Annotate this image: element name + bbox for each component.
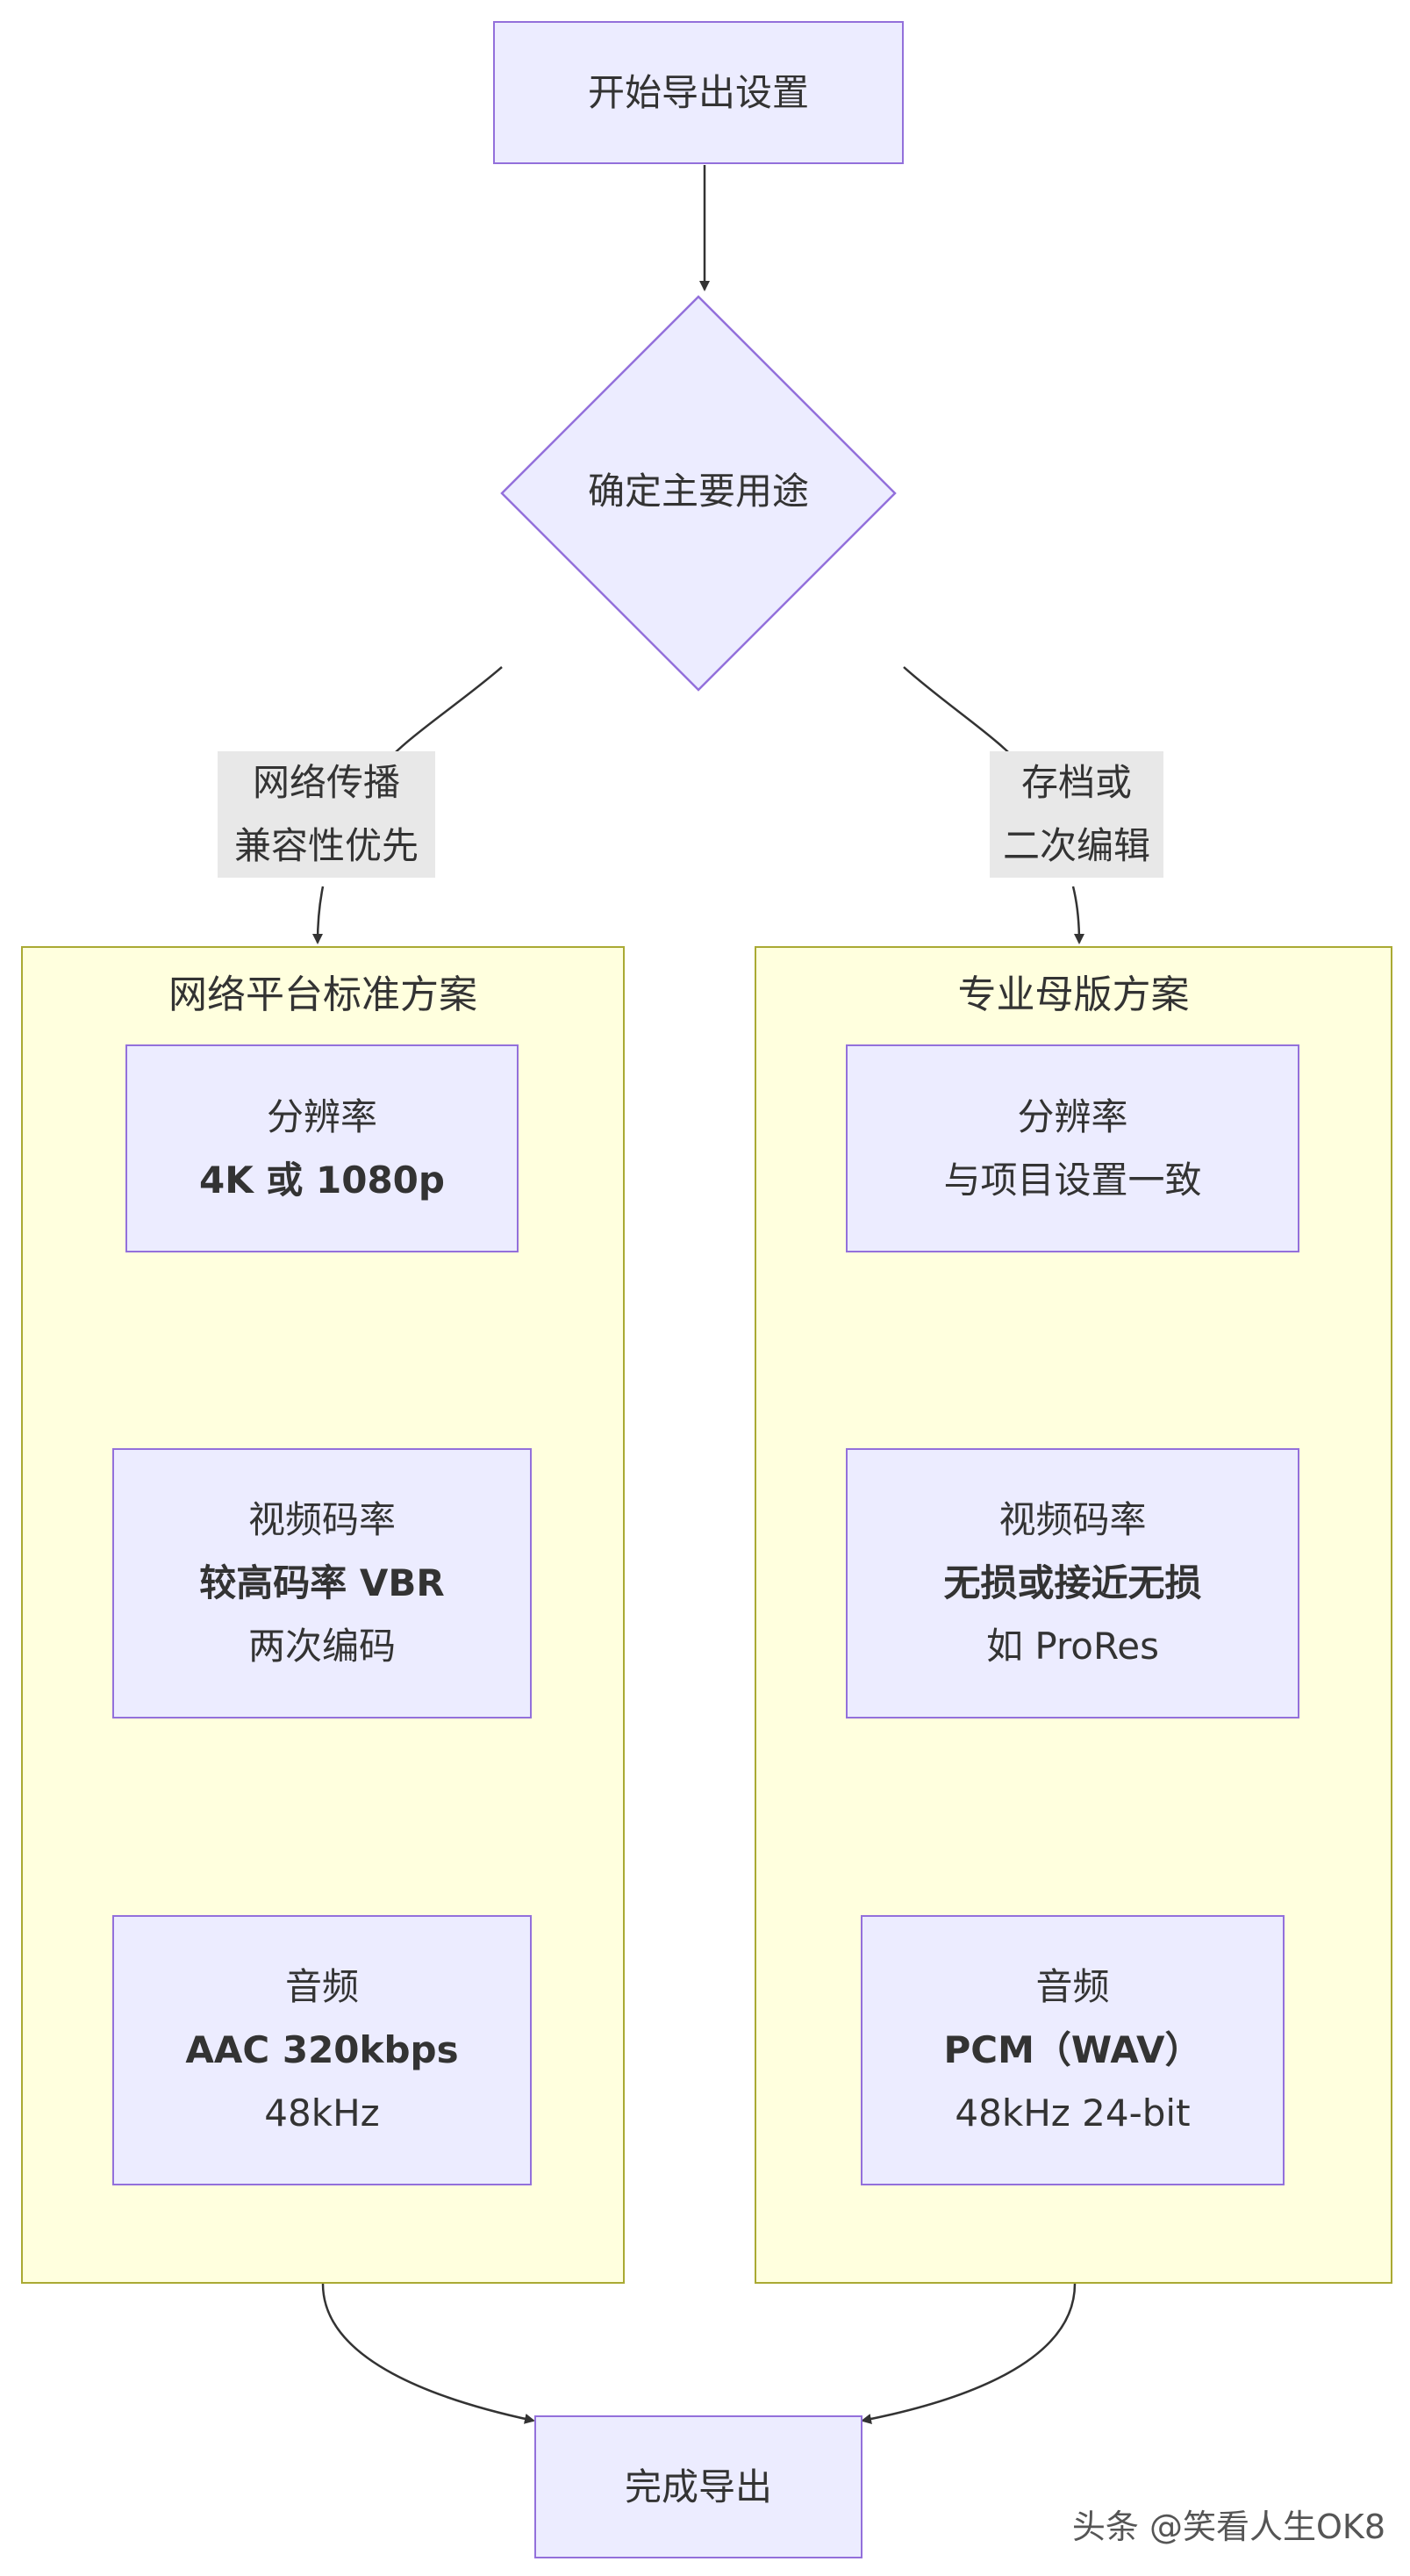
web-video-node: 视频码率 较高码率 VBR 两次编码 — [112, 1448, 532, 1719]
web-audio-detail: 48kHz — [264, 2092, 380, 2135]
edge-label-web-line-2: 兼容性优先 — [233, 824, 419, 867]
end-node: 完成导出 — [534, 2415, 862, 2558]
master-resolution-heading: 分辨率 — [1017, 1094, 1128, 1138]
decision-diamond — [500, 295, 897, 692]
master-video-node: 视频码率 无损或接近无损 如 ProRes — [846, 1448, 1299, 1719]
start-node: 开始导出设置 — [493, 21, 904, 164]
web-audio-value: AAC 320kbps — [185, 2028, 459, 2071]
master-video-heading: 视频码率 — [998, 1498, 1147, 1541]
web-resolution-heading: 分辨率 — [266, 1094, 377, 1138]
edge-archive-label-to-cluster — [1071, 886, 1084, 944]
master-video-detail: 如 ProRes — [986, 1625, 1159, 1668]
edge-web-label-to-cluster — [312, 886, 325, 944]
edge-label-archive-line-2: 二次编辑 — [1002, 824, 1150, 867]
web-video-value: 较高码率 VBR — [199, 1561, 445, 1604]
cluster-master-title: 专业母版方案 — [957, 972, 1190, 1017]
edge-label-web-line-1: 网络传播 — [252, 761, 400, 804]
master-resolution-node: 分辨率 与项目设置一致 — [846, 1044, 1299, 1252]
master-video-value: 无损或接近无损 — [943, 1561, 1202, 1604]
cluster-web-title: 网络平台标准方案 — [168, 972, 477, 1017]
master-audio-value: PCM（WAV） — [943, 2028, 1202, 2071]
edge-label-archive-line-1: 存档或 — [1020, 761, 1132, 804]
web-resolution-node: 分辨率 4K 或 1080p — [125, 1044, 519, 1252]
web-video-heading: 视频码率 — [247, 1498, 396, 1541]
web-audio-node: 音频 AAC 320kbps 48kHz — [112, 1915, 532, 2185]
master-resolution-value: 与项目设置一致 — [943, 1158, 1202, 1202]
edge-label-web: 网络传播 兼容性优先 — [218, 751, 435, 878]
edge-master-to-end — [861, 2283, 1077, 2424]
web-audio-heading: 音频 — [284, 1965, 359, 2008]
start-node-label: 开始导出设置 — [587, 70, 809, 114]
master-audio-detail: 48kHz 24-bit — [955, 2092, 1191, 2135]
decision-label: 确定主要用途 — [587, 470, 809, 513]
edge-label-archive: 存档或 二次编辑 — [990, 751, 1163, 878]
end-node-label: 完成导出 — [624, 2465, 772, 2508]
master-audio-heading: 音频 — [1035, 1965, 1110, 2008]
web-resolution-value: 4K 或 1080p — [199, 1158, 445, 1202]
watermark: 头条 @笑看人生OK8 — [1071, 2508, 1385, 2546]
edge-web-to-end — [321, 2283, 535, 2424]
master-audio-node: 音频 PCM（WAV） 48kHz 24-bit — [861, 1915, 1285, 2185]
web-video-detail: 两次编码 — [247, 1625, 396, 1668]
